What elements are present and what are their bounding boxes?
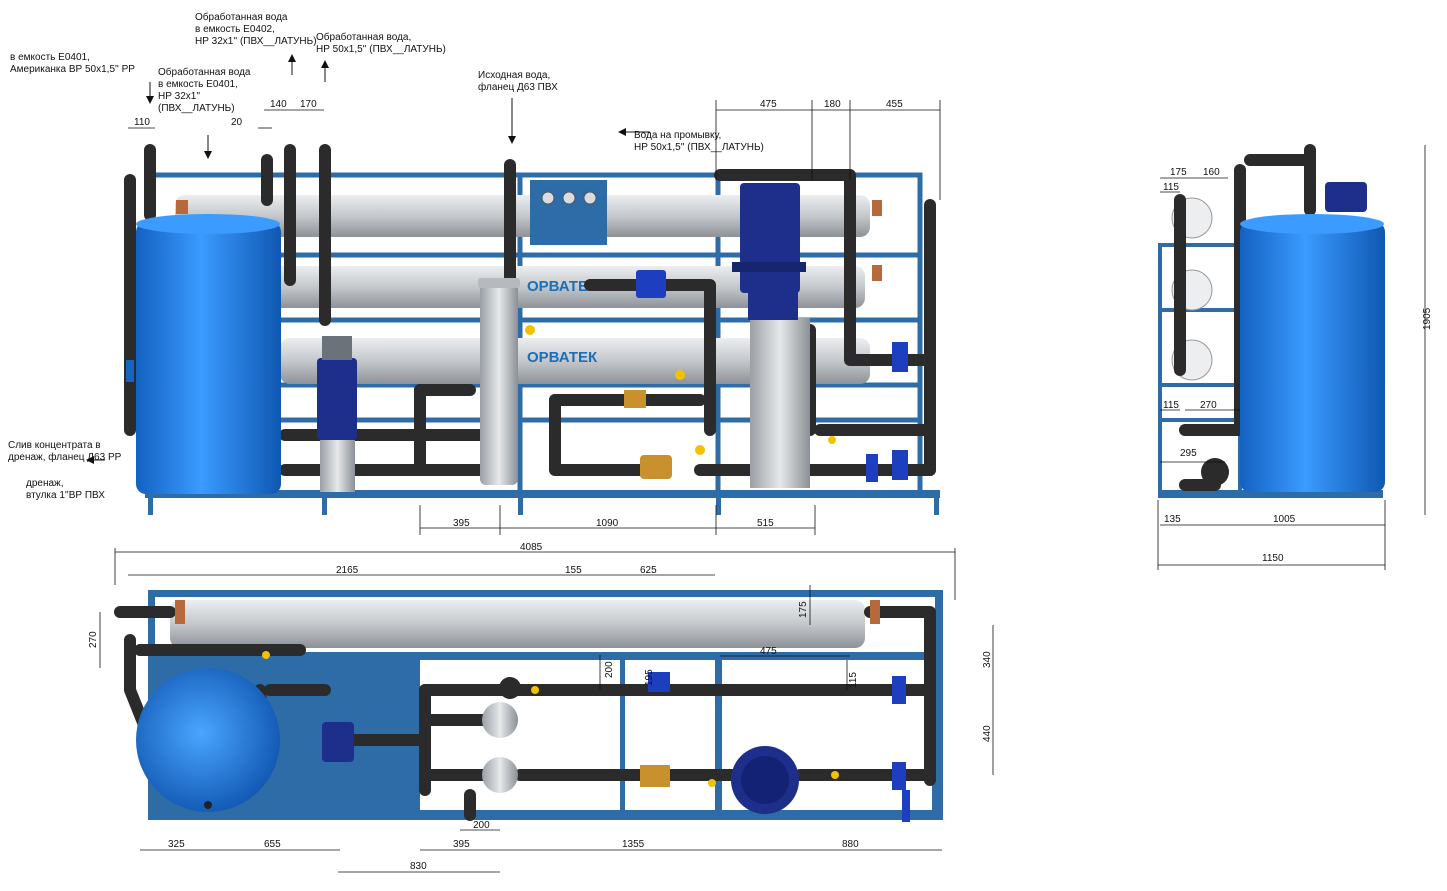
dim-140: 140: [270, 99, 287, 110]
front-base: [145, 490, 940, 498]
label-source-water: Исходная вода, фланец Д63 ПВХ: [478, 70, 558, 93]
label-concentrate-drain: Слив концентрата в дренаж, фланец Д63 РР: [8, 440, 122, 463]
dim-side-160: 160: [1203, 167, 1220, 178]
front-feet: [148, 495, 939, 515]
dim-top-200-bottom: 200: [473, 820, 490, 831]
dim-110: 110: [134, 117, 150, 128]
dim-top-175: 175: [798, 601, 809, 618]
dim-155: 155: [565, 565, 582, 576]
dim-side-1905: 1905: [1422, 307, 1433, 330]
top-filters: [482, 677, 521, 793]
dim-880: 880: [842, 839, 859, 850]
top-tank: [136, 668, 280, 812]
top-small-pump: [322, 722, 354, 762]
dim-655: 655: [264, 839, 281, 850]
control-panel: [530, 180, 607, 245]
dim-2165: 2165: [336, 565, 359, 576]
label-treated-50: Обработанная вода, НР 50х1,5'' (ПВХ__ЛАТ…: [316, 32, 446, 55]
front-small-pump: [317, 336, 357, 492]
dim-top-475: 475: [760, 646, 777, 657]
dim-1355: 1355: [622, 839, 645, 850]
dim-side-115-top: 115: [1163, 182, 1179, 193]
flow-arrows: [86, 54, 650, 464]
dim-475: 475: [760, 99, 777, 110]
dim-side-115: 115: [1163, 400, 1179, 411]
dim-325: 325: [168, 839, 185, 850]
cartridge-filter: [478, 278, 520, 485]
dim-20: 20: [231, 117, 243, 128]
front-view: ОРВАТЕК ОРВАТЕК: [86, 54, 941, 535]
side-dim-lines: [1157, 145, 1426, 570]
dim-top-270: 270: [88, 631, 99, 648]
label-to-e0401: в емкость Е0401, Американка ВР 50х1,5'' …: [10, 52, 135, 75]
dim-side-1150: 1150: [1262, 553, 1284, 564]
dim-side-175: 175: [1170, 167, 1187, 178]
dim-1090: 1090: [596, 518, 619, 529]
top-valves: [175, 600, 910, 822]
dim-170: 170: [300, 99, 317, 110]
dim-625: 625: [640, 565, 657, 576]
dim-side-270: 270: [1200, 400, 1217, 411]
brand-mark-1: ОРВАТЕК: [527, 278, 598, 295]
brand-mark-2: ОРВАТЕК: [527, 349, 598, 366]
dim-830: 830: [410, 861, 427, 872]
dim-side-1005: 1005: [1273, 514, 1296, 525]
dim-455: 455: [886, 99, 903, 110]
pressure-gauges: [541, 191, 597, 205]
top-view: 4085 2165 155 625 270 175 200 195 475 11…: [88, 542, 994, 873]
front-tank: [126, 214, 281, 494]
top-dim-lines: [99, 548, 994, 873]
side-base: [1158, 490, 1383, 498]
front-big-pump: [732, 183, 810, 488]
dim-515: 515: [757, 518, 774, 529]
dim-side-295: 295: [1180, 448, 1197, 459]
dim-top-440: 440: [982, 725, 993, 742]
top-big-pump-core: [741, 756, 789, 804]
front-valves: [176, 200, 908, 482]
front-membranes: [175, 195, 870, 384]
dim-top-395: 395: [453, 839, 470, 850]
top-pipes: [114, 606, 936, 821]
dim-top-115: 115: [848, 672, 859, 688]
label-treated-e0402: Обработанная вода в емкость Е0402, НР 32…: [195, 12, 317, 47]
front-dim-lines: [128, 100, 941, 535]
label-drain: дренаж, втулка 1''ВР ПВХ: [26, 478, 105, 501]
dim-180: 180: [824, 99, 841, 110]
dim-top-195: 195: [644, 669, 655, 686]
side-tank: [1240, 182, 1385, 492]
flow-meter: [636, 270, 666, 298]
side-pump-end: [1201, 458, 1229, 486]
dim-top-340: 340: [982, 651, 993, 668]
dim-top-200: 200: [604, 661, 615, 678]
label-flush-water: Вода на промывку, НР 50х1,5'' (ПВХ__ЛАТУ…: [634, 130, 764, 153]
dim-395: 395: [453, 518, 470, 529]
dim-side-135: 135: [1164, 514, 1181, 525]
label-treated-e0401: Обработанная вода в емкость Е0401, НР 32…: [158, 67, 251, 114]
dim-4085: 4085: [520, 542, 543, 553]
top-membrane: [170, 600, 865, 648]
side-view: 175 160 115 1905 115 270 295 135 1005 11…: [1157, 144, 1433, 570]
